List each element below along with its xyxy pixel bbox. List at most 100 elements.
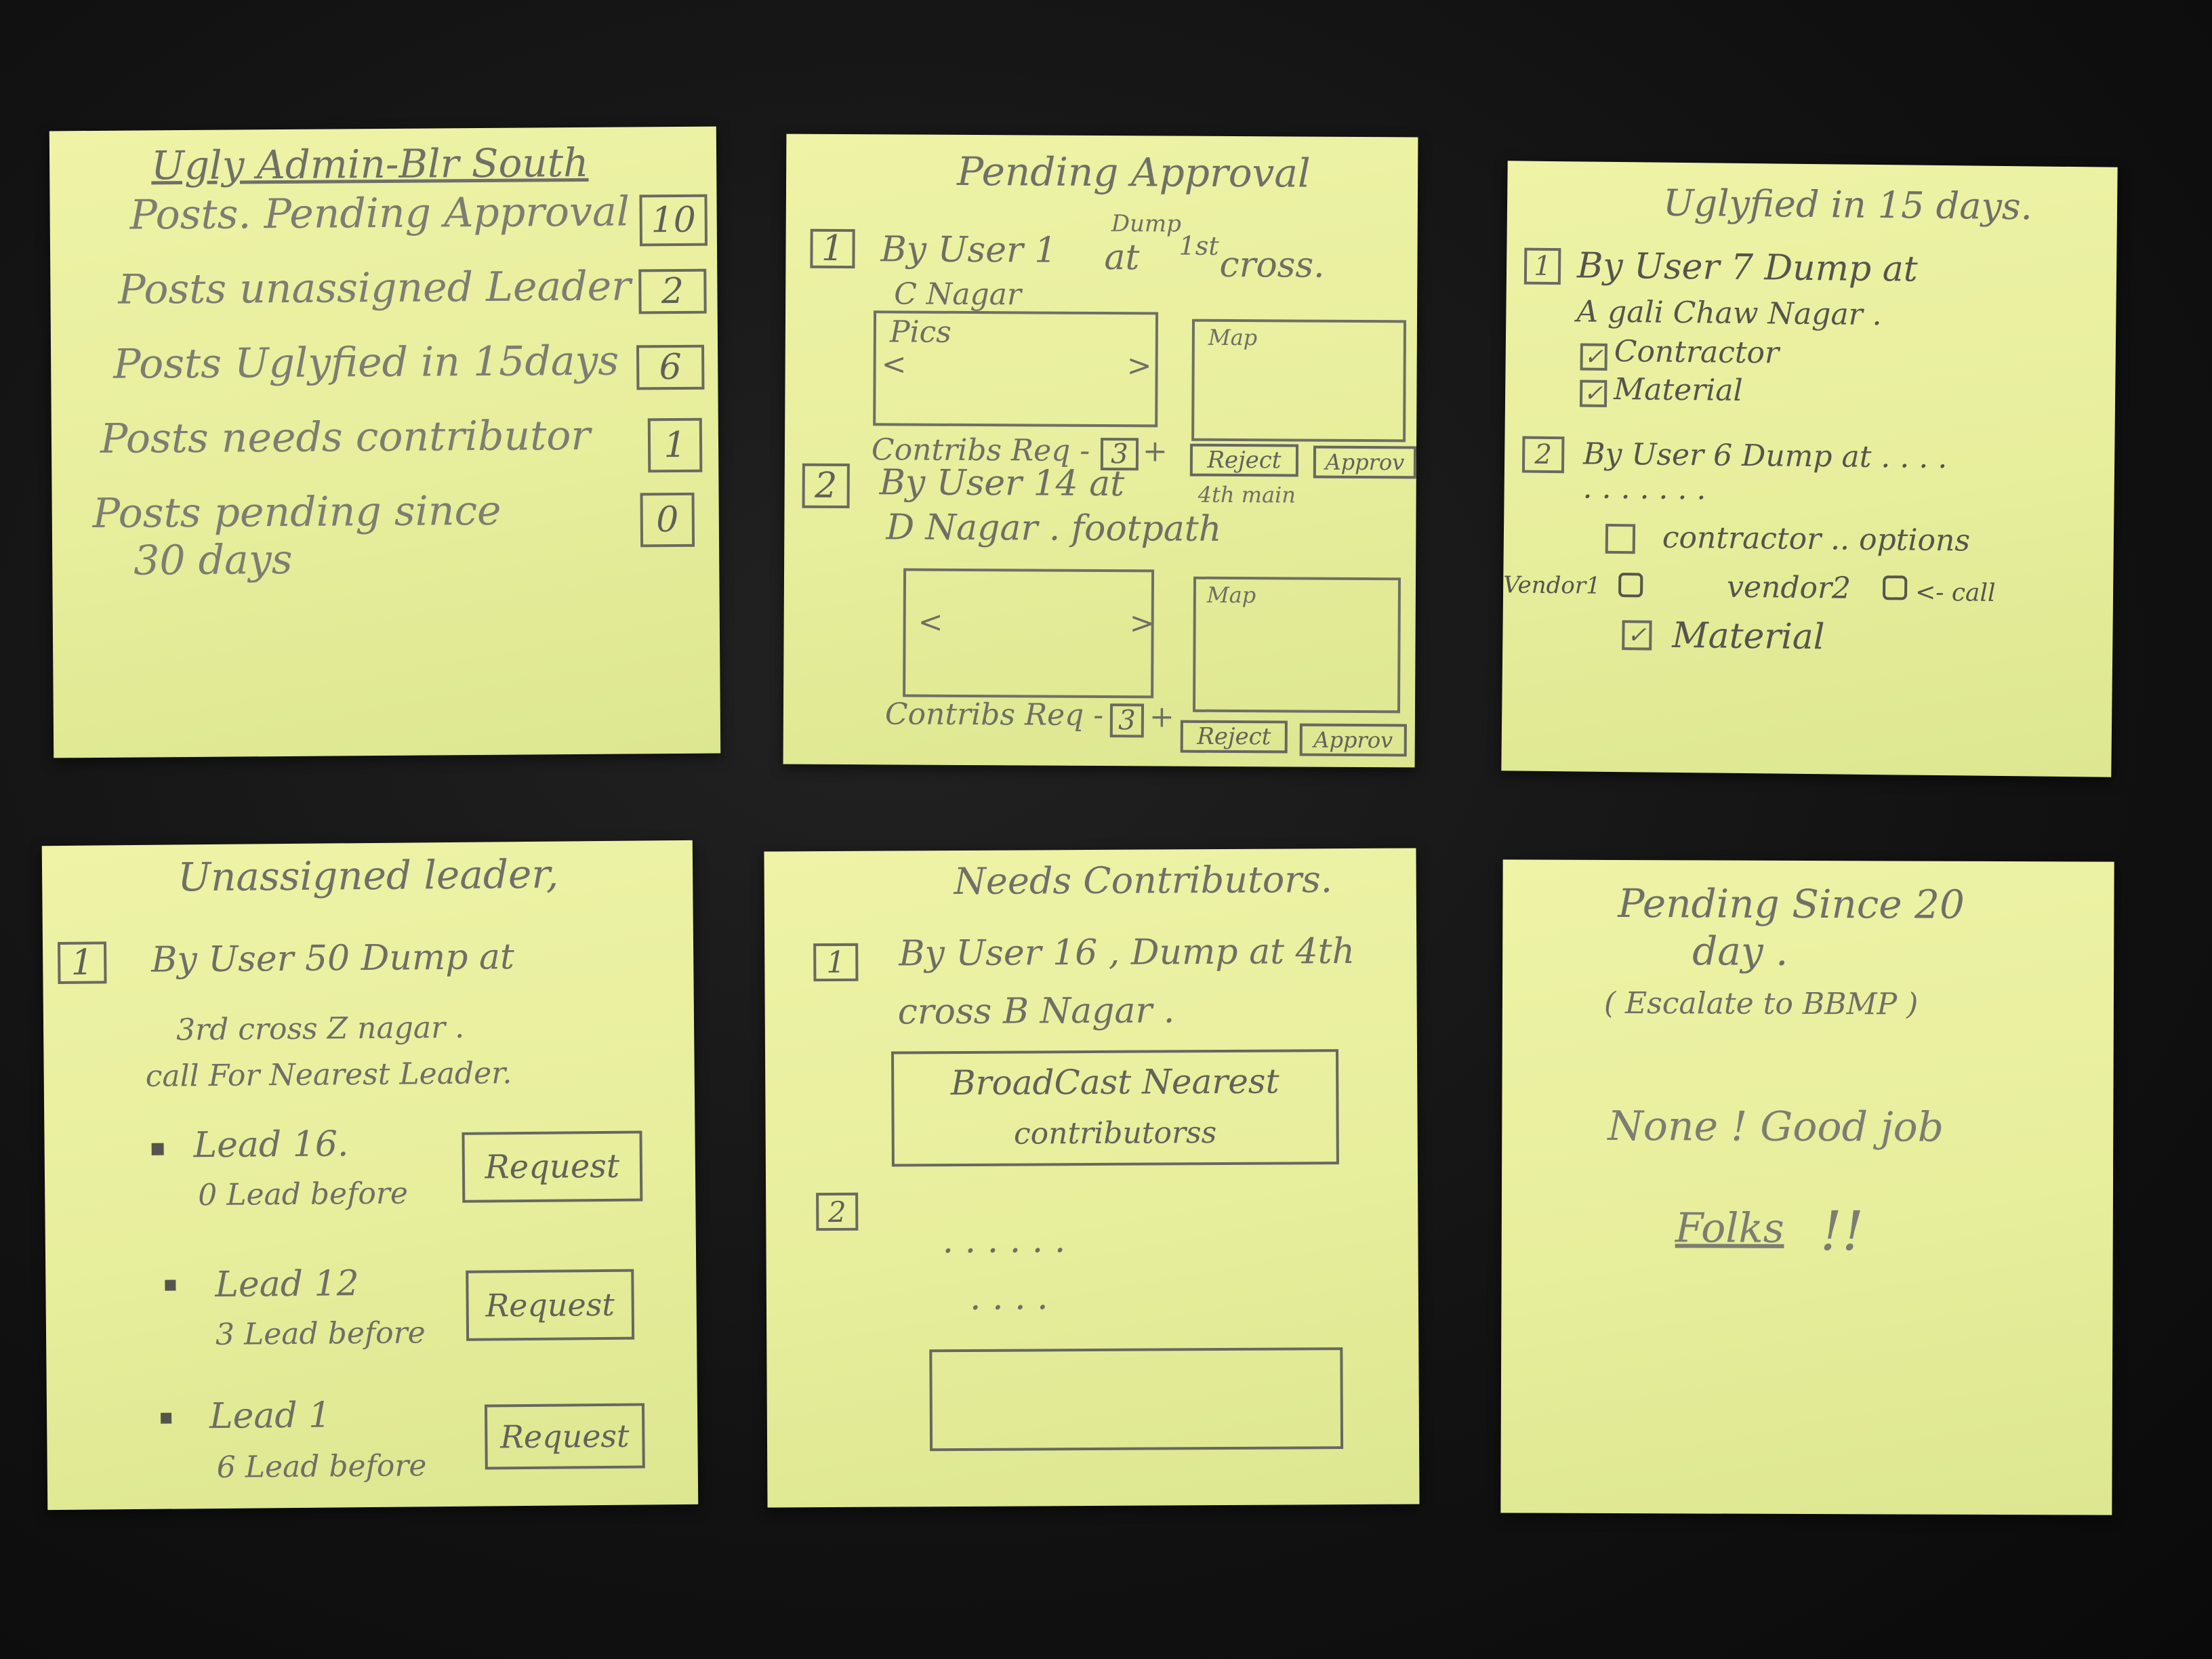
count-box[interactable]: 0 [640, 492, 695, 548]
lead-name: Lead 12 [215, 1263, 359, 1305]
material-checkbox[interactable]: ✓ [1622, 620, 1652, 651]
request-button[interactable]: Request [466, 1269, 635, 1341]
item-line: By User 16 , Dump at 4th [899, 930, 1355, 975]
item-line: cross. [1219, 244, 1325, 286]
note-title: day . [1692, 928, 1788, 975]
lead-name: Lead 1 [209, 1395, 331, 1437]
phone-icon[interactable] [1882, 575, 1908, 600]
lead-sub: 3 Lead before [215, 1315, 426, 1352]
placeholder-dots: . . . . [969, 1277, 1048, 1318]
option-label: contractor .. options [1662, 520, 1971, 558]
item-line: call For Nearest Leader. [145, 1056, 512, 1094]
request-button[interactable]: Request [462, 1130, 643, 1203]
call-label: <- call [1914, 578, 1996, 607]
empty-message: Folks [1675, 1204, 1784, 1252]
note-title: Pending Approval [956, 148, 1311, 197]
note-admin-summary: Ugly Admin-Blr South Posts. Pending Appr… [49, 126, 721, 758]
chevron-right-icon[interactable]: > [1126, 348, 1152, 384]
note-pending-since: Pending Since 20 day . ( Escalate to BBM… [1500, 859, 2114, 1515]
empty-button[interactable] [929, 1347, 1344, 1452]
item-line: By User 14 at [879, 462, 1125, 505]
item-line: By User 7 Dump at [1576, 245, 1919, 290]
item-sup: 1st [1179, 230, 1219, 261]
item-number: 2 [816, 1192, 859, 1231]
chevron-left-icon[interactable]: < [918, 605, 943, 640]
item-sup: 4th main [1197, 481, 1296, 508]
map-view[interactable]: Map [1192, 576, 1401, 714]
option-label: Contractor [1614, 333, 1780, 371]
exclamation: !! [1820, 1200, 1864, 1263]
item-line: . . . . . . . [1582, 470, 1706, 507]
item-line: By User 6 Dump at . . . . [1582, 436, 1948, 476]
item-sup: Dump [1111, 210, 1182, 238]
lead-name: Lead 16. [193, 1124, 349, 1166]
map-label: Map [1206, 581, 1256, 609]
chevron-right-icon[interactable]: > [1129, 606, 1155, 641]
pics-carousel[interactable]: Pics < > [873, 310, 1159, 428]
row-label: Posts Uglyfied in 15days [112, 337, 619, 388]
material-checkbox[interactable]: ✓ [1579, 380, 1607, 407]
contractor-checkbox[interactable] [1605, 523, 1636, 554]
item-number: 1 [57, 941, 107, 985]
item-line: A gali Chaw Nagar . [1576, 294, 1882, 333]
phone-icon[interactable] [1618, 573, 1643, 598]
contractor-checkbox[interactable]: ✓ [1580, 343, 1607, 371]
row-label: Posts. Pending Approval [129, 188, 630, 239]
item-number: 2 [1521, 436, 1565, 474]
row-label: Posts needs contributor [100, 411, 591, 463]
item-line: By User 50 Dump at [150, 937, 515, 981]
row-label: Posts unassigned Leader [118, 262, 632, 314]
note-title: Uglyfied in 15 days. [1662, 181, 2033, 228]
item-number: 1 [813, 943, 859, 982]
pics-label: Pics [889, 314, 951, 350]
lead-sub: 0 Lead before [198, 1176, 409, 1213]
reject-button[interactable]: Reject [1180, 720, 1288, 754]
option-label: Material [1672, 615, 1825, 658]
contribs-count[interactable]: 3 [1109, 703, 1145, 738]
option-label: Material [1613, 371, 1743, 408]
note-pending-approval: Pending Approval 1 By User 1 Dump at 1st… [783, 134, 1418, 768]
item-line: By User 1 [880, 229, 1057, 271]
note-title: Needs Contributors. [954, 858, 1333, 903]
placeholder-dots: . . . . . . [942, 1220, 1066, 1262]
bullet-icon [165, 1279, 176, 1291]
note-title: Unassigned leader, [177, 851, 559, 901]
contribs-label: Contribs Req - [884, 697, 1104, 733]
broadcast-contributors-button[interactable]: BroadCast Nearest contributorss [891, 1049, 1339, 1167]
row-label: Posts pending since [92, 487, 501, 538]
request-button[interactable]: Request [484, 1403, 645, 1470]
row-label-2: 30 days [133, 535, 293, 585]
note-subtitle: ( Escalate to BBMP ) [1603, 985, 1919, 1022]
item-line: D Nagar . footpath [886, 507, 1222, 550]
note-needs-contributors: Needs Contributors. 1 By User 16 , Dump … [764, 848, 1420, 1508]
count-box[interactable]: 6 [636, 344, 705, 390]
item-line: at [1104, 237, 1140, 279]
bullet-icon [151, 1143, 164, 1155]
note-title: Pending Since 20 [1618, 880, 1965, 928]
bullet-icon [161, 1412, 172, 1424]
map-view[interactable]: Map [1191, 319, 1407, 443]
item-line: 3rd cross Z nagar . [176, 1010, 465, 1048]
empty-message: None ! Good job [1607, 1102, 1944, 1151]
item-line: cross B Nagar . [897, 990, 1175, 1033]
button-label-line: contributorss [1013, 1115, 1217, 1151]
reject-button[interactable]: Reject [1189, 443, 1299, 477]
count-box[interactable]: 2 [638, 268, 707, 314]
item-number: 1 [1523, 247, 1561, 285]
item-number: 2 [802, 463, 850, 509]
note-title: Ugly Admin-Blr South [150, 139, 589, 189]
note-uglyfied: Uglyfied in 15 days. 1 By User 7 Dump at… [1501, 161, 2118, 777]
plus-icon[interactable]: + [1142, 434, 1168, 469]
chevron-left-icon[interactable]: < [881, 347, 907, 382]
count-box[interactable]: 1 [647, 417, 703, 473]
item-line: C Nagar [894, 276, 1022, 312]
vendor-label: Vendor1 [1502, 571, 1601, 600]
approve-button[interactable]: Approv [1313, 445, 1417, 479]
vendor-label: vendor2 [1726, 569, 1851, 606]
approve-button[interactable]: Approv [1299, 723, 1407, 757]
count-box[interactable]: 10 [639, 194, 708, 247]
map-label: Map [1208, 324, 1258, 351]
pics-carousel[interactable]: < > [903, 568, 1155, 699]
plus-icon[interactable]: + [1149, 699, 1174, 735]
note-unassigned-leader: Unassigned leader, 1 By User 50 Dump at … [41, 840, 699, 1511]
